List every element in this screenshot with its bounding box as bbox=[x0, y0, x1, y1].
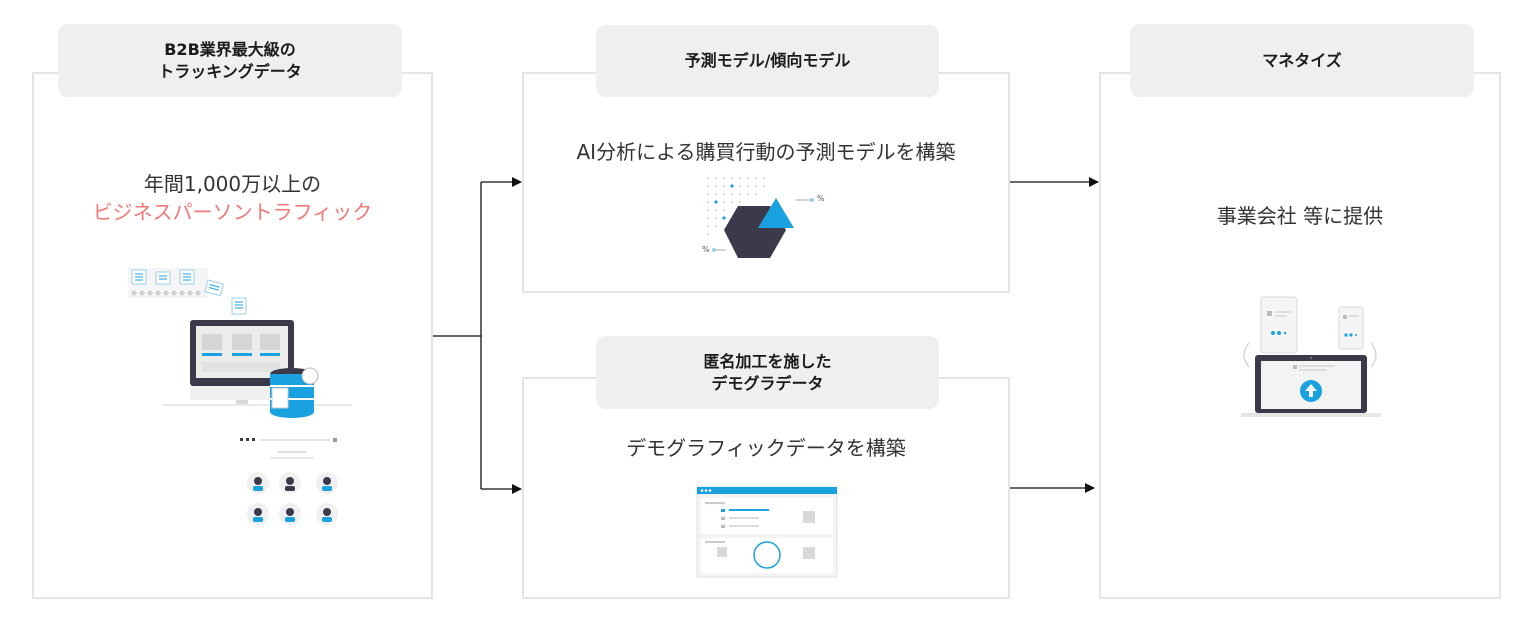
flow-connectors bbox=[0, 0, 1525, 619]
